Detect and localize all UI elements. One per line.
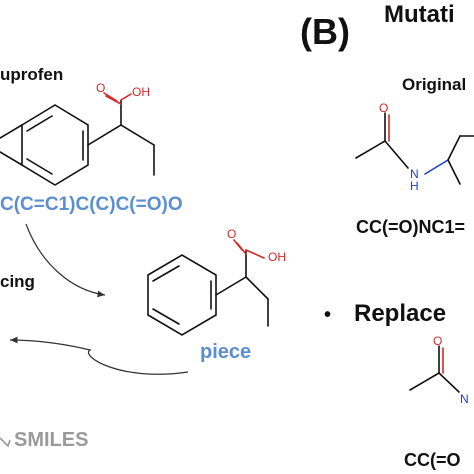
benzene-ring-top <box>0 104 89 186</box>
hydrogen-atom-original: H <box>410 179 419 193</box>
ibuprofen-smiles: C(C=C1)C(C)C(=O)O <box>0 194 183 215</box>
nitrogen-atom-replace: N <box>460 392 469 406</box>
benzene-ring-piece <box>147 254 217 336</box>
replace-smiles: CC(=O <box>404 450 461 470</box>
replace-bullet: • <box>324 304 331 326</box>
original-heading: Original <box>402 75 466 94</box>
footer-smiles: SMILES <box>14 429 88 451</box>
slicing-arrow <box>25 223 106 298</box>
hydroxyl-atom-top: OH <box>132 85 150 99</box>
oxygen-atom-top: O <box>96 81 105 95</box>
oxygen-atom-original: O <box>379 101 388 115</box>
ibuprofen-structure: O OH <box>0 81 155 186</box>
hydroxyl-atom-piece: OH <box>268 250 286 264</box>
original-smiles: CC(=O)NC1= <box>356 217 465 237</box>
drug-name-heading: uprofen <box>0 65 63 84</box>
slicing-label: cing <box>0 272 35 291</box>
panel-b-title: Mutati <box>384 1 455 28</box>
acetanilide-original: O N H <box>355 101 474 193</box>
replaced-molecule: O N <box>409 334 469 406</box>
replace-heading: Replace <box>354 300 446 327</box>
panel-b-label: (B) <box>300 11 350 52</box>
oxygen-atom-replace: O <box>433 334 442 348</box>
return-arrow <box>9 336 189 375</box>
oxygen-atom-piece: O <box>227 227 236 241</box>
piece-structure: O OH <box>147 227 286 336</box>
piece-label: piece <box>200 341 251 363</box>
footer-glyph-icon <box>0 437 11 448</box>
nitrogen-atom-original: N <box>410 167 419 181</box>
